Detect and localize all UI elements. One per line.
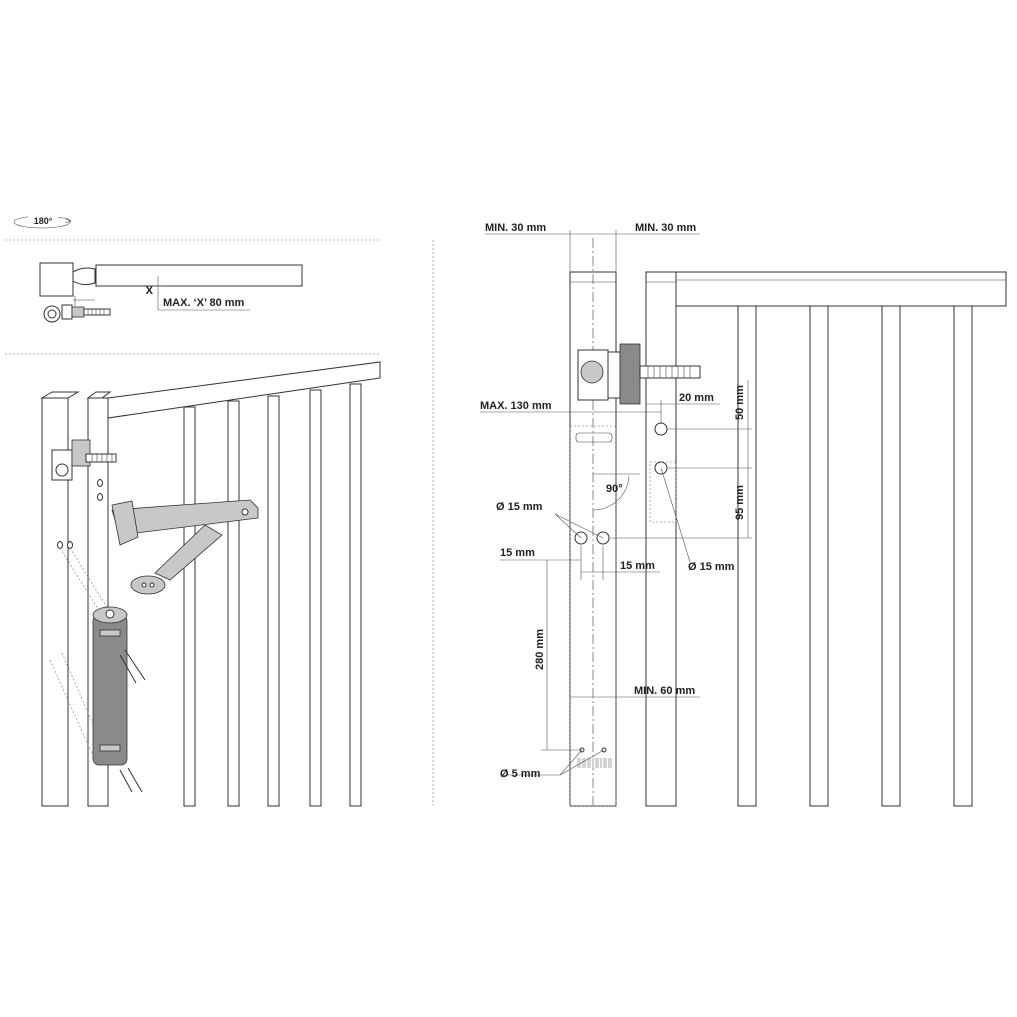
hinge-eye [55,463,69,477]
dia5-leader [559,749,583,776]
hinge-washer [619,343,641,405]
drill-template [569,425,617,807]
d280-label: 280 mm [534,629,546,670]
shoe-screw [141,582,147,588]
dia15-left-leader [554,513,582,539]
gate-top-rail [675,271,1007,307]
min60-label: MIN. 60 mm [634,685,695,697]
rotation-arrowhead-icon [64,217,72,224]
picket [737,305,757,807]
gate-stile-front-view [645,271,677,807]
picket [267,395,280,807]
x-marker-label: X [146,285,154,297]
hinge-knuckle [72,267,96,286]
d50-label: 50 mm [734,385,746,420]
dia15-left-leader [554,513,604,539]
mount-hole [57,541,63,549]
mount-screw [127,767,143,793]
hinge-bolt [83,308,111,316]
hinge-bolt [639,365,701,379]
picket [183,406,196,807]
picket [227,400,240,807]
d15-right-label: 15 mm [620,560,655,572]
hinge-washer [71,306,85,318]
hinge-eye [580,360,604,384]
rotation-label-bg [28,215,58,226]
gate-rail-section [95,264,303,287]
closer-link-arm [154,524,223,581]
closer-spindle [105,609,115,619]
gate-stile-top [86,391,112,399]
template-logo [575,432,613,443]
hinge-nut [61,304,73,320]
post-section [39,262,74,297]
picket [953,305,973,807]
rotation-indicator: 180° [13,215,72,229]
angle-arc [592,475,630,511]
guide-line [69,547,111,613]
guide-line [59,547,101,613]
shoe-screw [149,582,155,588]
mount-screw [119,769,133,793]
post-top [40,391,80,399]
arm-bracket [111,500,139,546]
gate-top-rail [107,361,381,419]
gate-pickets [183,383,362,807]
dia15-right-label: Ø 15 mm [688,561,735,573]
hinge-hole-upper [654,422,668,436]
dia5-leader [559,749,605,776]
arm-screw [241,508,249,516]
mount-screw [119,654,137,684]
angle-label: 90° [606,483,623,495]
top-view-detail: X MAX. ‘X’ 80 mm [39,262,303,323]
max130-label: MAX. 130 mm [480,400,552,412]
mount-screw [124,649,146,681]
perspective-gate-view [40,361,381,807]
picket [349,383,362,807]
hinge-front-view [577,343,701,405]
mount-hole [97,493,103,501]
closer-body [92,614,128,766]
bolt-thread [647,366,691,378]
closer-mount-slot [99,744,121,752]
mount-hole [97,479,103,487]
hinge-eye-hole [47,309,57,319]
closer-mount-slot [99,629,121,637]
min30-right-label: MIN. 30 mm [635,222,696,234]
rotation-label: 180° [34,216,53,226]
hinge-bolt [85,453,117,463]
closer-shoe [130,575,166,595]
gate-pickets-front [737,305,973,807]
mount-hole [67,541,73,549]
bolt-thread [91,454,113,462]
hinge-nut [607,351,621,399]
bolt-thread [87,309,105,315]
d95-label: 95 mm [734,485,746,520]
dia5-label: Ø 5 mm [500,768,541,780]
barcode [577,758,612,768]
max-x-label: MAX. ‘X’ 80 mm [163,297,245,309]
d20-label: 20 mm [679,392,714,404]
picket [881,305,901,807]
picket [309,389,322,807]
d15-left-label: 15 mm [500,547,535,559]
dia15-right-leader [660,467,691,563]
min30-left-label: MIN. 30 mm [485,222,546,234]
picket [809,305,829,807]
dia15-left-label: Ø 15 mm [496,501,543,513]
